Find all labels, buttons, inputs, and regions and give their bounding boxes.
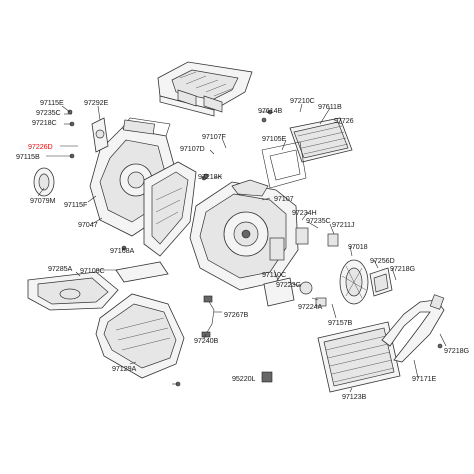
heater-core-drawing <box>317 321 401 393</box>
bracket-drawing <box>91 117 109 153</box>
part-label-97110C: 97110C <box>262 270 287 279</box>
screw-drawing <box>67 109 443 387</box>
part-label-97079M: 97079M <box>30 196 56 205</box>
part-label-97611B: 97611B <box>318 102 342 111</box>
part-label-97211J: 97211J <box>332 220 355 229</box>
part-label-97256D: 97256D <box>370 256 395 265</box>
part-label-97235C-a: 97235C <box>36 108 61 117</box>
part-label-97614B: 97614B <box>258 106 283 115</box>
part-label-97107D: 97107D <box>180 144 205 153</box>
filter-frame-drawing <box>157 61 253 117</box>
part-label-97285A: 97285A <box>48 264 73 273</box>
part-label-97047: 97047 <box>78 220 98 229</box>
part-label-97218K: 97218K <box>198 172 223 181</box>
part-label-97218C-a: 97218C <box>32 118 57 127</box>
cable-drawing <box>201 295 215 338</box>
part-label-97218G-b: 97218G <box>444 346 469 355</box>
part-label-97234H: 97234H <box>292 208 317 217</box>
part-label-95220L: 95220L <box>232 374 256 383</box>
part-label-97123B: 97123B <box>342 392 367 401</box>
part-label-97235C-b: 97235C <box>306 216 331 225</box>
resistor-drawing <box>369 267 393 297</box>
part-label-97115F: 97115F <box>64 200 88 209</box>
part-label-97105E: 97105E <box>262 134 287 143</box>
part-label-97226D: 97226D <box>28 142 53 151</box>
part-label-97107: 97107 <box>274 194 294 203</box>
lower-tray-drawing <box>27 271 119 311</box>
part-label-97115B: 97115B <box>16 152 40 161</box>
part-label-97108C: 97108C <box>80 266 105 275</box>
foam-strip-drawing <box>115 261 169 283</box>
part-label-97726: 97726 <box>334 116 354 125</box>
part-label-97267B: 97267B <box>224 310 249 319</box>
blower-motor-drawing <box>339 259 369 305</box>
part-label-97218G-a: 97218G <box>390 264 415 273</box>
part-label-97240B: 97240B <box>194 336 219 345</box>
part-label-97115E: 97115E <box>40 98 64 107</box>
actuator-small-drawing <box>263 227 339 307</box>
part-label-97210C: 97210C <box>290 96 315 105</box>
part-label-97223G: 97223G <box>276 280 301 289</box>
part-label-97129A: 97129A <box>112 364 137 373</box>
part-label-97018: 97018 <box>348 242 368 251</box>
leader-lines <box>37 103 447 393</box>
middle-panel-drawing <box>143 161 197 257</box>
part-label-97168A: 97168A <box>110 246 135 255</box>
part-label-97107F: 97107F <box>202 132 226 141</box>
pipe-assembly-drawing <box>381 294 445 363</box>
sensor-drawing <box>261 371 273 383</box>
right-housing-drawing <box>189 179 299 291</box>
actuator-drawing <box>33 167 55 197</box>
part-label-97292E: 97292E <box>84 98 109 107</box>
lower-case-drawing <box>95 293 185 379</box>
part-label-97224A: 97224A <box>298 302 323 311</box>
part-label-97157B: 97157B <box>328 318 353 327</box>
cabin-filter-drawing <box>261 117 353 189</box>
part-label-97171E: 97171E <box>412 374 437 383</box>
